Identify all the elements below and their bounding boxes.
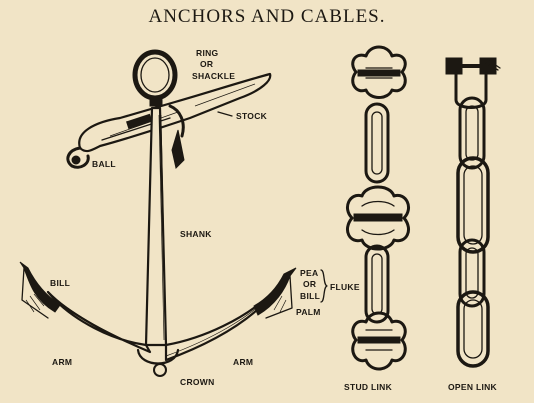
anchor-ball	[66, 146, 90, 169]
stud-link-1	[364, 102, 390, 184]
anchor-arm-left	[46, 290, 152, 354]
label-arm-right: ARM	[233, 357, 253, 367]
label-palm: PALM	[296, 307, 321, 317]
open-link-2	[456, 156, 490, 254]
label-pea: PEA	[300, 268, 318, 278]
anchor-fluke-left	[19, 261, 61, 313]
open-link-3	[458, 238, 486, 308]
label-ring: RING	[196, 48, 219, 58]
stud-link-2	[364, 244, 390, 324]
label-stock: STOCK	[236, 111, 268, 121]
anchor-fluke-right	[253, 267, 297, 316]
label-brace	[320, 269, 328, 303]
open-link-1	[458, 96, 486, 170]
open-link-chain	[445, 57, 501, 368]
label-crown: CROWN	[180, 377, 215, 387]
label-ball: BALL	[92, 159, 116, 169]
label-shackle: SHACKLE	[192, 71, 235, 81]
label-arm-left: ARM	[52, 357, 72, 367]
label-bill-right: BILL	[300, 291, 320, 301]
stud-link-chain	[346, 45, 410, 371]
label-bill-left: BILL	[50, 278, 70, 288]
anchor-drawing	[19, 49, 297, 377]
open-link-4	[456, 290, 490, 368]
label-stud-link: STUD LINK	[344, 382, 393, 392]
label-or-fluke: OR	[303, 279, 316, 289]
label-fluke: FLUKE	[330, 282, 360, 292]
label-open-link: OPEN LINK	[448, 382, 498, 392]
label-shank: SHANK	[180, 229, 212, 239]
label-or: OR	[200, 59, 213, 69]
page-title: ANCHORS AND CABLES.	[148, 6, 386, 27]
